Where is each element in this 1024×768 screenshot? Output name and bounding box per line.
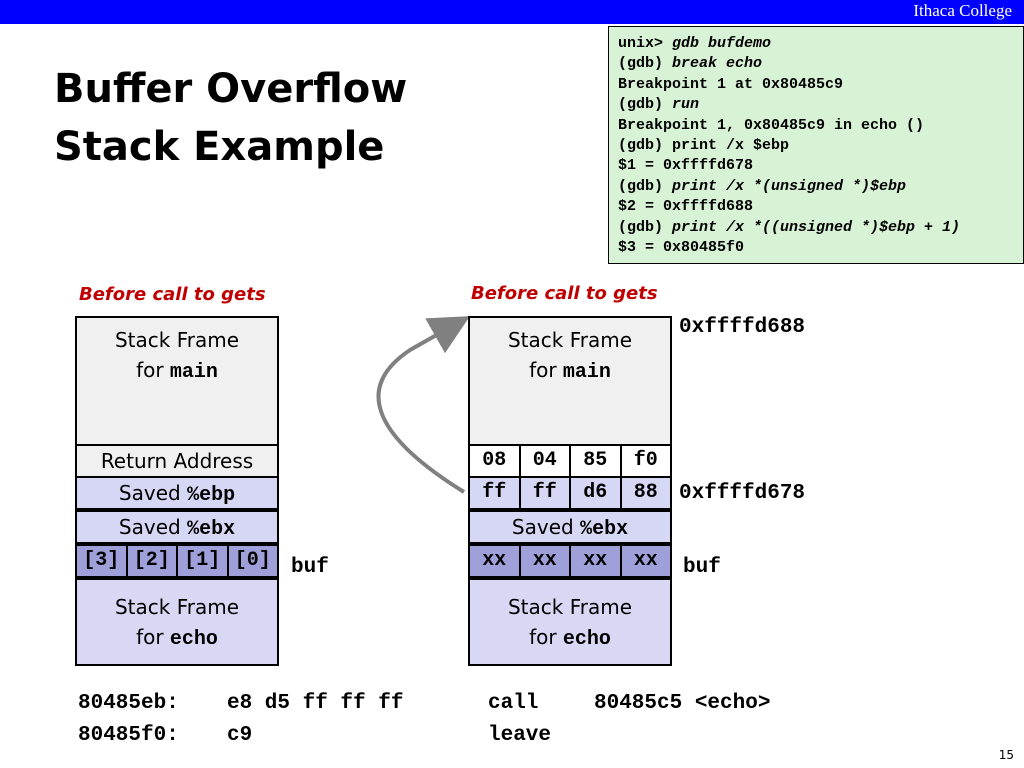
left-buf-cells: [3] [2] [1] [0] [75, 544, 279, 578]
addr-ebp-label: 0xffffd678 [679, 482, 806, 505]
right-main-frame: Stack Frame for main [468, 316, 672, 446]
right-saved-ebx: Saved %ebx [468, 510, 672, 544]
byte-cell: 04 [520, 444, 571, 478]
page-number: 15 [998, 748, 1014, 762]
buf-cell: [2] [127, 544, 178, 578]
left-buf-label: buf [291, 556, 329, 579]
right-stack-diagram: Stack Frame for main 08 04 85 f0 ff ff d… [468, 316, 672, 666]
asm-line: 80485f0: c9 leave [78, 724, 552, 747]
gdb-line: $2 = 0xffffd688 [618, 198, 754, 216]
asm-line: 80485eb: e8 d5 ff ff ff call 80485c5 <ec… [78, 692, 771, 715]
gdb-session-box: unix> gdb bufdemo (gdb) break echo Break… [608, 26, 1024, 264]
byte-cell: ff [468, 476, 521, 510]
gdb-line: (gdb) break echo [618, 55, 763, 73]
gdb-line: (gdb) run [618, 96, 700, 114]
left-stack-caption: Before call to gets [79, 284, 266, 305]
gdb-line: unix> gdb bufdemo [618, 35, 772, 52]
left-echo-frame: Stack Frame for echo [75, 578, 279, 666]
buf-cell: [1] [178, 544, 229, 578]
buf-cell: xx [520, 544, 571, 578]
byte-cell: 88 [621, 476, 672, 510]
buf-cell: [0] [228, 544, 279, 578]
header-bar: Ithaca College [0, 0, 1024, 24]
disassembly: 80485eb: e8 d5 ff ff ff call 80485c5 <ec… [78, 688, 878, 752]
byte-cell: d6 [571, 476, 622, 510]
gdb-line: (gdb) print /x $ebp [618, 137, 790, 155]
buf-cell: xx [468, 544, 521, 578]
gdb-line: (gdb) print /x *((unsigned *)$ebp + 1) [618, 218, 961, 236]
brand-label: Ithaca College [913, 1, 1012, 20]
title-line-1: Buffer Overflow [54, 66, 408, 112]
buf-cell: xx [571, 544, 622, 578]
title-line-2: Stack Example [54, 124, 385, 170]
right-buf-label: buf [683, 556, 721, 579]
gdb-line: $1 = 0xffffd678 [618, 157, 754, 175]
byte-cell: f0 [621, 444, 672, 478]
left-saved-ebx: Saved %ebx [75, 510, 279, 544]
left-stack-diagram: Stack Frame for main Return Address Save… [75, 316, 279, 666]
return-pointer-arrow [376, 316, 470, 494]
gdb-line: Breakpoint 1, 0x80485c9 in echo () [618, 116, 925, 134]
buf-cell: xx [621, 544, 672, 578]
gdb-line: $3 = 0x80485f0 [618, 239, 745, 257]
byte-cell: 85 [571, 444, 622, 478]
left-return-address: Return Address [75, 444, 279, 478]
right-stack-caption: Before call to gets [471, 283, 658, 304]
gdb-line: Breakpoint 1 at 0x80485c9 [618, 75, 844, 93]
right-echo-frame: Stack Frame for echo [468, 578, 672, 666]
buf-cell: [3] [75, 544, 128, 578]
byte-cell: 08 [468, 444, 521, 478]
slide-title: Buffer Overflow Stack Example [54, 60, 407, 176]
left-saved-ebp: Saved %ebp [75, 476, 279, 510]
right-return-bytes: 08 04 85 f0 [468, 444, 672, 478]
right-ebp-bytes: ff ff d6 88 [468, 476, 672, 510]
left-main-frame: Stack Frame for main [75, 316, 279, 446]
addr-top-label: 0xffffd688 [679, 316, 806, 339]
byte-cell: ff [520, 476, 571, 510]
right-buf-bytes: xx xx xx xx [468, 544, 672, 578]
gdb-line: (gdb) print /x *(unsigned *)$ebp [618, 177, 907, 195]
